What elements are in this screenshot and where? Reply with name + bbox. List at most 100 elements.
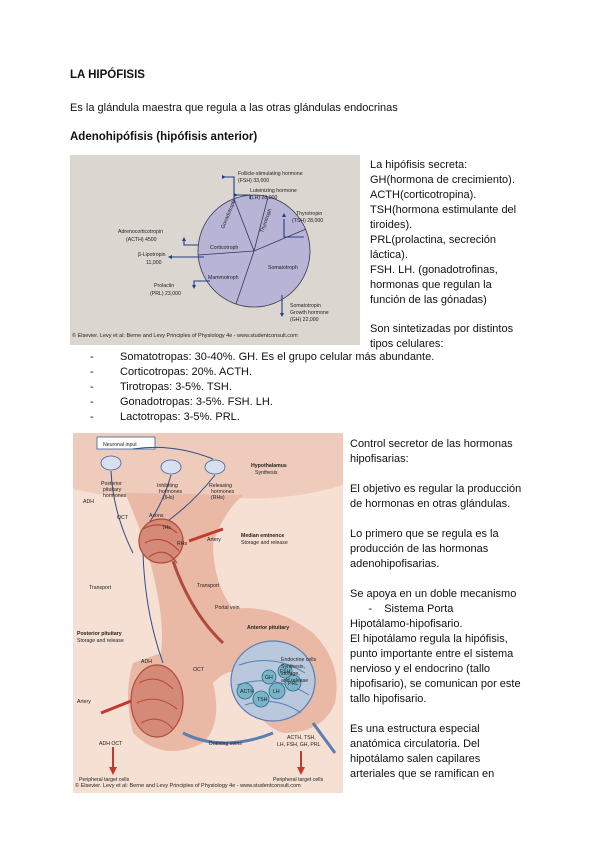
- axon-line: [142, 552, 164, 664]
- transport-label-2: Transport: [197, 583, 220, 589]
- oct-label-2: OCT: [193, 667, 205, 673]
- capillary-loop: [142, 524, 180, 564]
- axon-line: [148, 474, 172, 524]
- svg-text:and release: and release: [281, 678, 308, 684]
- sintetizadas-block: Son sintetizadas por distintos tipos cel…: [370, 322, 513, 352]
- cell-types-list: Somatotropas: 30-40%. GH. Es el grupo ce…: [90, 350, 434, 425]
- anterior-pituitary-label: Anterior pituitary: [247, 625, 289, 631]
- axons-label: Axons: [149, 513, 164, 519]
- lh-arrow: [236, 194, 251, 199]
- slice-divider: [235, 250, 255, 305]
- pituitary-cells-figure: Gonadotroph Thyrotroph Somatotroph Mammo…: [70, 155, 360, 345]
- rhs-label: RHs: [177, 541, 187, 547]
- axon-line: [132, 446, 214, 460]
- secreta-line: ACTH(corticotropina).: [370, 189, 477, 201]
- oct-label: OCT: [117, 515, 129, 521]
- control-line: hipofisarias:: [350, 453, 409, 465]
- cell-label-tsh: TSH: [257, 697, 268, 703]
- cell-label-gh: GH: [265, 675, 273, 681]
- svg-text:Storage and release: Storage and release: [77, 638, 124, 644]
- svg-text:hormones: hormones: [159, 489, 182, 495]
- ihs-label: IHs: [163, 525, 171, 531]
- control-line: punto importante entre el sistema: [350, 648, 514, 660]
- control-line: Se apoya en un doble mecanismo: [350, 588, 517, 600]
- page-title: LA HIPÓFISIS: [70, 69, 145, 81]
- control-line: nervioso y el endocrino (tallo: [350, 663, 491, 675]
- releasing-hormones-label: Releasing: [209, 483, 232, 489]
- secreta-line: función de las gónadas): [370, 294, 487, 306]
- list-item: Lactotropas: 3-5%. PRL.: [90, 410, 434, 425]
- fsh-label: Follicle-stimulating hormone: [238, 171, 303, 177]
- intro-text: Es la glándula maestra que regula a las …: [70, 102, 398, 114]
- secreta-line: La hipófisis secreta:: [370, 159, 468, 171]
- list-item: Corticotropas: 20%. ACTH.: [90, 365, 434, 380]
- secreta-line: tiroides).: [370, 219, 413, 231]
- prolactin-label: Prolactin: [154, 283, 174, 289]
- svg-text:(RHs): (RHs): [211, 495, 225, 501]
- hypothalamus-label: Hypothalamus: [251, 463, 287, 469]
- portal-system-figure: Neuronal input: [73, 433, 343, 793]
- list-item: Somatotropas: 30-40%. GH. Es el grupo ce…: [90, 350, 434, 365]
- svg-text:(IHs): (IHs): [163, 495, 175, 501]
- axon-line: [164, 474, 216, 524]
- slice-divider: [253, 228, 307, 252]
- prolactin-value: (PRL) 23,000: [150, 291, 181, 297]
- cell-label-lh: LH: [273, 689, 280, 695]
- outputs-right-label: ACTH, TSH,: [287, 735, 316, 741]
- secreta-line: FSH. LH. (gonadotrofinas,: [370, 264, 498, 276]
- peripheral-left-label: Peripheral target cells: [79, 777, 130, 783]
- control-line: Es una estructura especial: [350, 723, 480, 735]
- control-line: [350, 512, 521, 527]
- figure2-caption: © Elsevier. Levy et al: Berne and Levy P…: [75, 783, 301, 789]
- acth-value: (ACTH) 4500: [126, 237, 157, 243]
- lipotropin-label: β-Lipotropin: [138, 252, 166, 258]
- lh-value: (LH) 28,000: [250, 195, 278, 201]
- secreta-line: TSH(hormona estimulante del: [370, 204, 517, 216]
- secreta-line: GH(hormona de crecimiento).: [370, 174, 515, 186]
- fsh-value: (FSH) 33,000: [238, 178, 269, 184]
- slice-mammotroph: Mammotroph: [208, 275, 239, 281]
- lh-label: Luteinizing hormone: [250, 188, 297, 194]
- artery-label: Artery: [207, 537, 221, 543]
- posterior-hormones-label: Posterior: [101, 481, 122, 487]
- cell-label-prl: PRL: [288, 681, 298, 687]
- control-line: El hipotálamo regula la hipófisis,: [350, 633, 508, 645]
- draining-vein-right: [311, 722, 337, 754]
- portal-vein-label: Portal vein: [215, 605, 240, 611]
- tsh-arrow: [283, 219, 304, 238]
- control-block: Control secretor de las hormonas hipofis…: [350, 437, 521, 782]
- portal-system-diagram: Neuronal input: [73, 433, 343, 783]
- control-line: Lo primero que se regula es la: [350, 528, 499, 540]
- gh-label: Growth hormone: [290, 310, 329, 316]
- portal-vein: [171, 560, 225, 645]
- capillary-plexus: [138, 518, 184, 564]
- somatotropin-label: Somatotropin: [290, 303, 321, 309]
- list-item: Tirotropas: 3-5%. TSH.: [90, 380, 434, 395]
- neuron-cell: [100, 455, 122, 471]
- adh-label-2: ADH: [141, 659, 152, 665]
- sintetizadas-line: tipos celulares:: [370, 338, 444, 350]
- svg-text:pituitary: pituitary: [103, 487, 122, 493]
- control-line: anatómica circulatoria. Del: [350, 738, 480, 750]
- control-line: Hipotálamo-hipofisario.: [350, 618, 463, 630]
- artery-label-2: Artery: [77, 699, 91, 705]
- secreta-line: hormonas que regulan la: [370, 279, 492, 291]
- slice-divider: [233, 198, 255, 252]
- control-line: - Sistema Porta: [350, 603, 454, 615]
- gh-value: (GH) 22,000: [290, 317, 319, 323]
- control-line: hipofisario), se comunican por este: [350, 678, 521, 690]
- control-line: de hormonas en otras glándulas.: [350, 498, 511, 510]
- figure1-caption: © Elsevier. Levy et al: Berne and Levy P…: [72, 333, 298, 339]
- list-item: Gonadotropas: 3-5%. FSH. LH.: [90, 395, 434, 410]
- control-line: adenohipofisarias.: [350, 558, 440, 570]
- sintetizadas-line: Son sintetizadas por distintos: [370, 323, 514, 335]
- svg-text:storage,: storage,: [281, 671, 300, 677]
- prl-arrow: [193, 280, 210, 285]
- pituitary-pie-chart: Gonadotroph Thyrotroph Somatotroph Mammo…: [118, 171, 329, 323]
- cell-label-fsh: FSH: [280, 669, 291, 675]
- neuronal-input-label: Neuronal input: [103, 442, 137, 448]
- svg-text:hormones: hormones: [103, 493, 126, 499]
- draining-veins-label: Draining veins: [209, 741, 242, 747]
- artery-arrow-2: [100, 699, 132, 715]
- outputs-left-label: ADH OCT: [99, 741, 123, 747]
